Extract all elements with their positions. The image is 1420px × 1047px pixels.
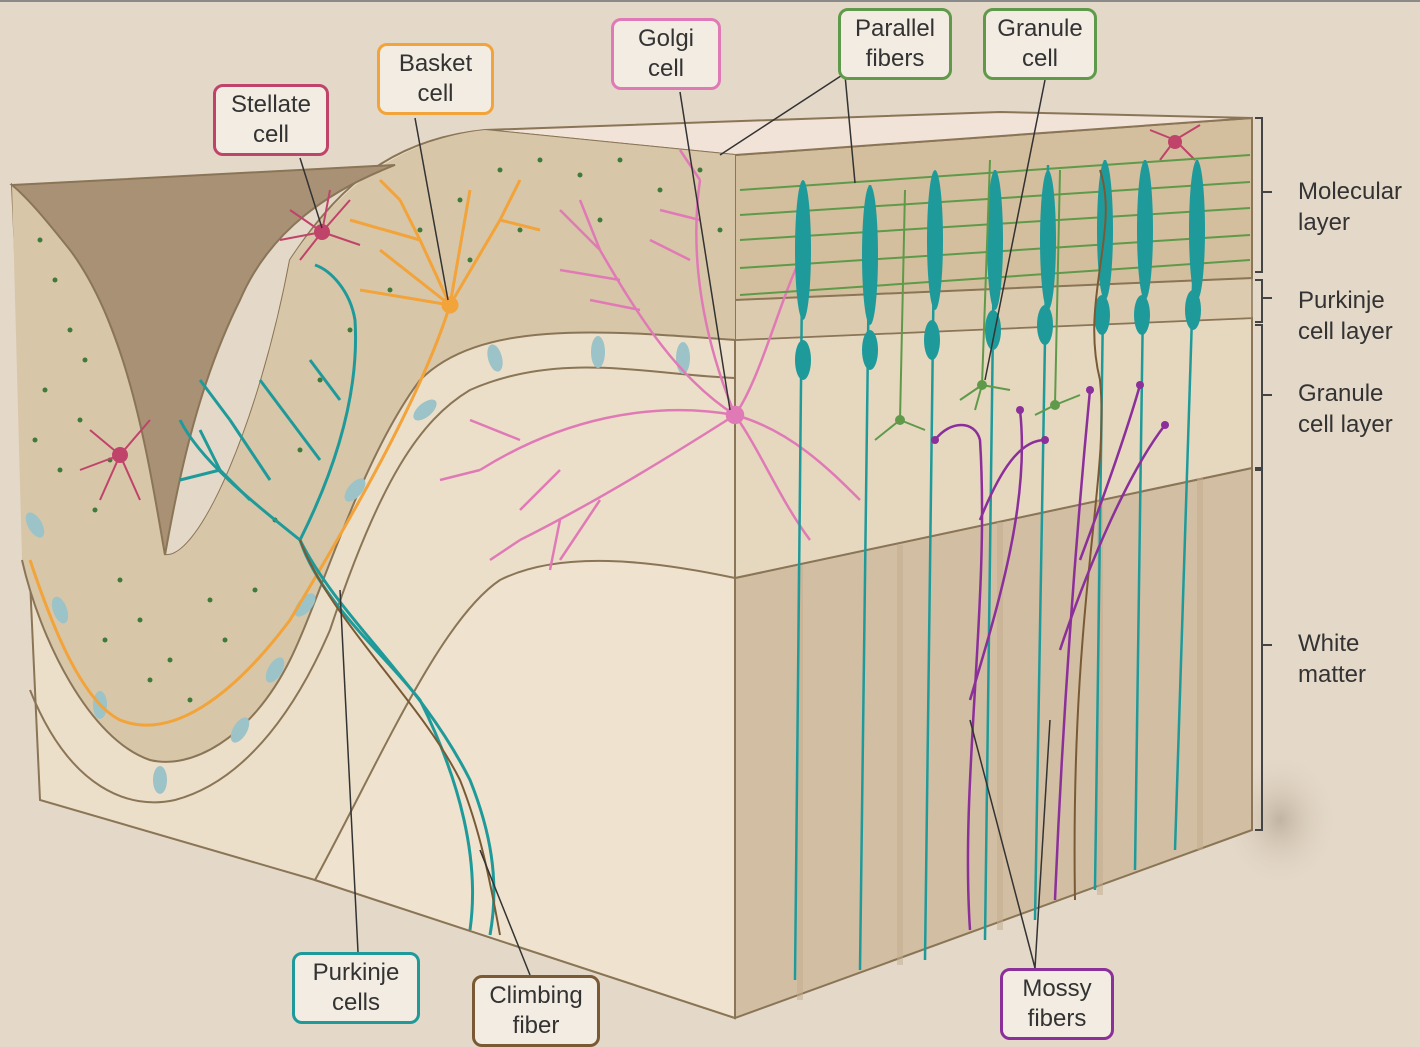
callout-stellate-cell: Stellate cell [213, 84, 329, 156]
label-granule-cell-layer: Granule cell layer [1298, 378, 1393, 440]
callout-purkinje-cells: Purkinje cells [292, 952, 420, 1024]
callout-stellate-line1: Stellate [222, 90, 320, 120]
label-purkinje-line2: cell layer [1298, 316, 1393, 347]
callout-mossy-line2: fibers [1009, 1004, 1105, 1034]
callout-purkinje-line1: Purkinje [301, 958, 411, 988]
label-white-line1: White [1298, 628, 1366, 659]
callout-mossy-line1: Mossy [1009, 974, 1105, 1004]
callout-granule-line1: Granule [992, 14, 1088, 44]
front-face [12, 130, 735, 1018]
callout-golgi-line1: Golgi [620, 24, 712, 54]
label-purkinje-line1: Purkinje [1298, 285, 1393, 316]
callout-stellate-line2: cell [222, 120, 320, 150]
callout-basket-line2: cell [386, 79, 485, 109]
label-molecular-layer: Molecular layer [1298, 176, 1402, 238]
label-granule-line1: Granule [1298, 378, 1393, 409]
callout-golgi-cell: Golgi cell [611, 18, 721, 90]
label-white-matter: White matter [1298, 628, 1366, 690]
callout-climbing-fiber: Climbing fiber [472, 975, 600, 1047]
callout-climbing-line1: Climbing [481, 981, 591, 1011]
callout-basket-cell: Basket cell [377, 43, 494, 115]
label-molecular-line2: layer [1298, 207, 1402, 238]
callout-climbing-line2: fiber [481, 1011, 591, 1041]
label-white-line2: matter [1298, 659, 1366, 690]
callout-parallel-line2: fibers [847, 44, 943, 74]
label-molecular-line1: Molecular [1298, 176, 1402, 207]
label-granule-line2: cell layer [1298, 409, 1393, 440]
callout-parallel-line1: Parallel [847, 14, 943, 44]
callout-purkinje-line2: cells [301, 988, 411, 1018]
callout-golgi-line2: cell [620, 54, 712, 84]
layer-brackets [1255, 118, 1272, 830]
callout-mossy-fibers: Mossy fibers [1000, 968, 1114, 1040]
label-purkinje-cell-layer: Purkinje cell layer [1298, 285, 1393, 347]
callout-granule-line2: cell [992, 44, 1088, 74]
callout-basket-line1: Basket [386, 49, 485, 79]
callout-granule-cell: Granule cell [983, 8, 1097, 80]
callout-parallel-fibers: Parallel fibers [838, 8, 952, 80]
